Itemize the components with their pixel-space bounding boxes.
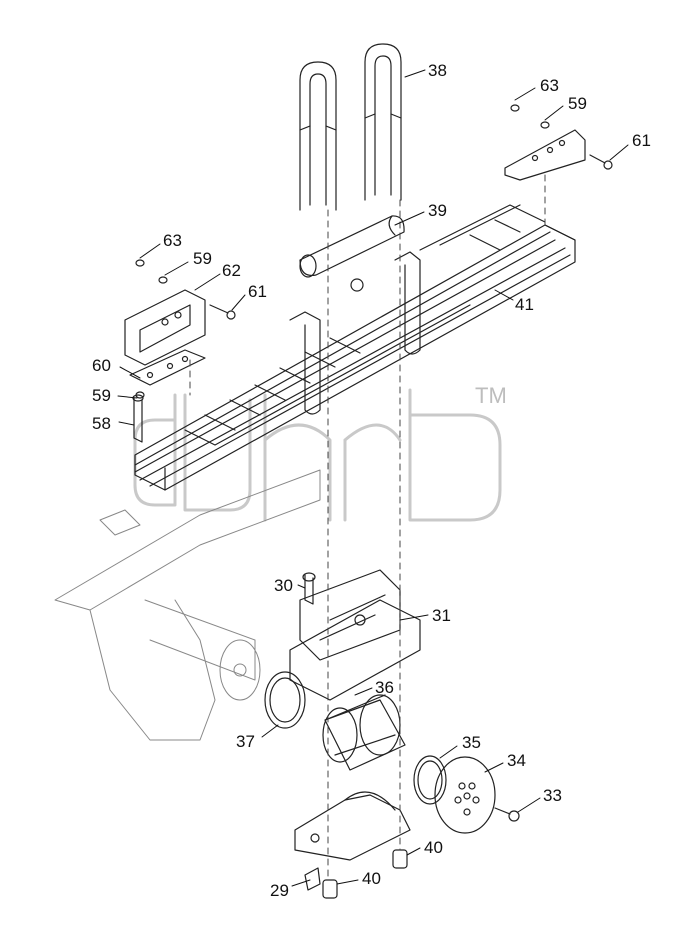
callout-61: 61 [632,131,651,150]
small-parts-left [135,259,236,399]
callout-41: 41 [515,295,534,314]
bracket-62 [124,289,206,366]
seal-ring-37 [264,671,306,729]
callout-39: 39 [428,201,447,220]
bolt-33 [494,807,520,822]
callout-33: 33 [543,786,562,805]
plate-60 [129,349,206,386]
bolt-30 [302,572,316,605]
guide-lines [189,174,546,881]
bolt-58 [132,394,144,443]
callout-63: 63 [540,76,559,95]
lower-cap [294,791,411,861]
callout-40: 40 [362,869,381,888]
callout-29: 29 [270,881,289,900]
bracket-rear [504,104,613,181]
trunnion-bracket [54,469,321,741]
bushing-36 [322,694,406,771]
callout-61: 61 [248,282,267,301]
callout-59: 59 [92,386,111,405]
leader-lines [117,69,629,887]
callout-59: 59 [193,249,212,268]
callout-30: 30 [274,576,293,595]
callout-59: 59 [568,94,587,113]
cover-34 [434,756,496,834]
callout-36: 36 [375,678,394,697]
nut-29 [304,867,321,891]
callout-38: 38 [428,61,447,80]
callout-63: 63 [163,231,182,250]
callout-31: 31 [432,606,451,625]
callout-58: 58 [92,414,111,433]
callout-62: 62 [222,261,241,280]
callout-34: 34 [507,751,526,770]
callout-40: 40 [424,838,443,857]
trademark-mark: TM [475,383,507,408]
spacer-39 [299,215,405,278]
callout-60: 60 [92,356,111,375]
leaf-spring-41 [134,204,576,491]
callout-37: 37 [236,732,255,751]
callout-35: 35 [462,733,481,752]
watermark-logo [133,388,502,522]
seal-ring-35 [413,755,447,805]
u-bolt-38 [299,43,402,211]
